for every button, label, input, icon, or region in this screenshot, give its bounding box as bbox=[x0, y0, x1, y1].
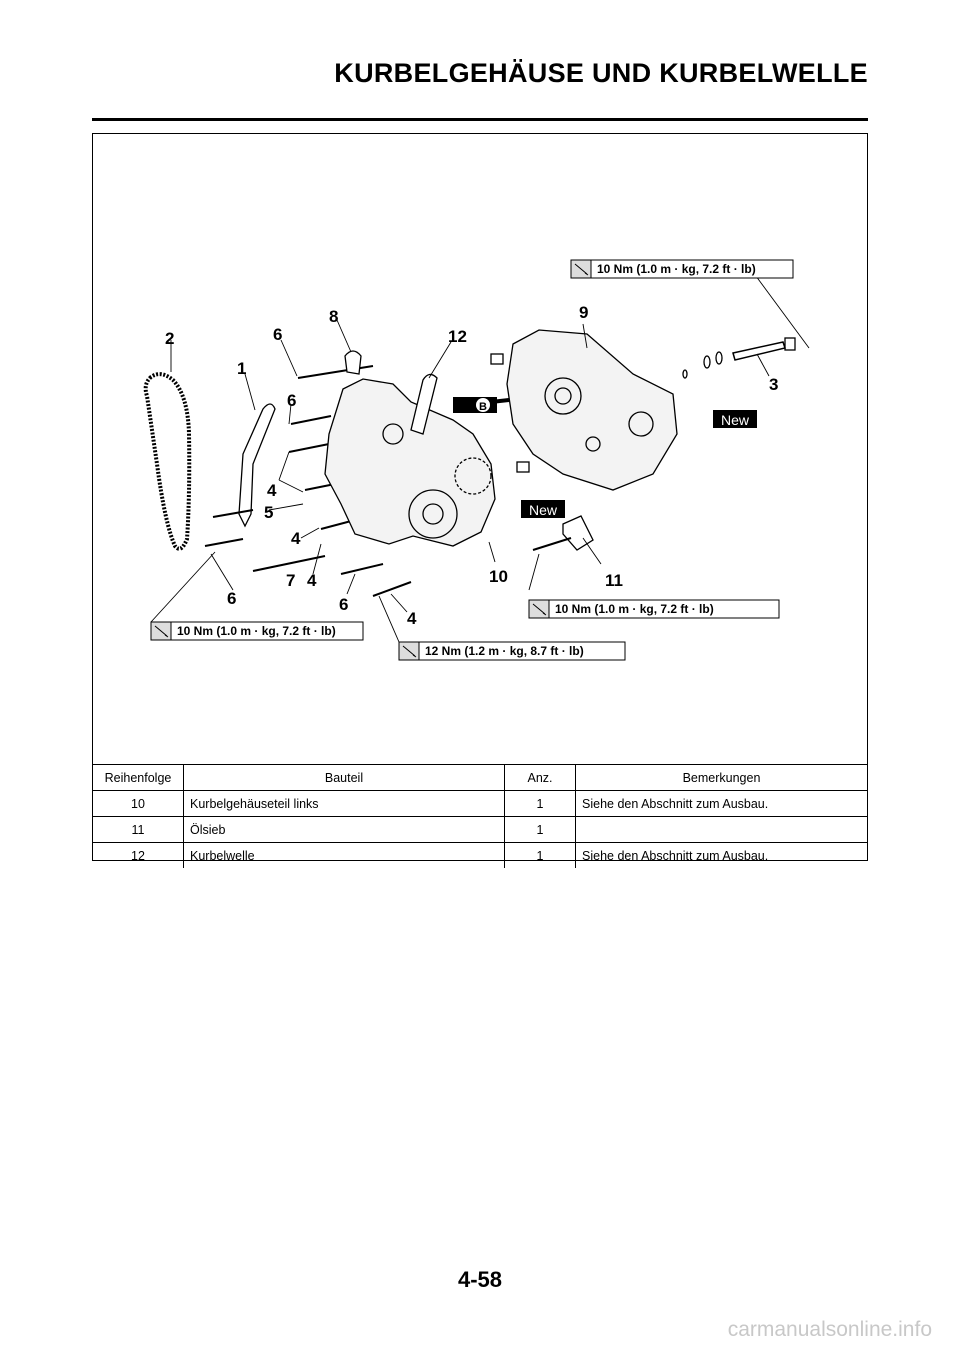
bracket-8 bbox=[344, 350, 362, 375]
svg-text:12 Nm (1.2 m · kg, 8.7 ft · lb: 12 Nm (1.2 m · kg, 8.7 ft · lb) bbox=[425, 644, 584, 658]
callout-6: 6 bbox=[339, 595, 348, 614]
svg-text:New: New bbox=[529, 502, 558, 518]
cell-part: Kurbelgehäuseteil links bbox=[183, 790, 505, 817]
svg-text:10 Nm (1.0 m · kg, 7.2 ft · lb: 10 Nm (1.0 m · kg, 7.2 ft · lb) bbox=[555, 602, 714, 616]
table-row: 11 Ölsieb 1 bbox=[93, 816, 867, 843]
dowel-pin bbox=[490, 353, 504, 365]
callout-5: 5 bbox=[264, 503, 273, 522]
cell-part: Ölsieb bbox=[183, 816, 505, 843]
cell-remarks bbox=[575, 816, 867, 843]
callout-4: 4 bbox=[291, 529, 301, 548]
parts-table: Reihenfolge Bauteil Anz. Bemerkungen 10 … bbox=[93, 764, 867, 868]
crankshaft bbox=[410, 373, 438, 435]
callout-10: 10 bbox=[489, 567, 508, 586]
new-badge-center: New bbox=[521, 500, 565, 518]
callout-4: 4 bbox=[407, 609, 417, 628]
table-row: 12 Kurbelwelle 1 Siehe den Abschnitt zum… bbox=[93, 842, 867, 868]
col-header-qty: Anz. bbox=[504, 764, 576, 791]
cell-qty: 1 bbox=[504, 790, 576, 817]
cell-remarks: Siehe den Abschnitt zum Ausbau. bbox=[575, 790, 867, 817]
title-rule bbox=[92, 118, 868, 121]
cell-sequence: 12 bbox=[93, 842, 184, 868]
callout-6: 6 bbox=[227, 589, 236, 608]
cell-part: Kurbelwelle bbox=[183, 842, 505, 868]
page-number: 4-58 bbox=[457, 1267, 503, 1292]
page-title: KURBELGEHÄUSE UND KURBELWELLE bbox=[334, 58, 868, 88]
torque-label-left: 10 Nm (1.0 m · kg, 7.2 ft · lb) bbox=[150, 621, 364, 641]
callout-2: 2 bbox=[165, 329, 174, 348]
cell-sequence: 10 bbox=[93, 790, 184, 817]
svg-text:10 Nm (1.0 m · kg, 7.2 ft · lb: 10 Nm (1.0 m · kg, 7.2 ft · lb) bbox=[177, 624, 336, 638]
callout-4: 4 bbox=[267, 481, 277, 500]
svg-text:New: New bbox=[721, 412, 750, 428]
col-header-part: Bauteil bbox=[183, 764, 505, 791]
torque-label-bottom: 12 Nm (1.2 m · kg, 8.7 ft · lb) bbox=[398, 641, 626, 661]
callout-1: 1 bbox=[237, 359, 246, 378]
crankcase-right bbox=[324, 378, 496, 547]
callout-8: 8 bbox=[329, 307, 338, 326]
timing-chain bbox=[143, 372, 192, 551]
callout-4: 4 bbox=[307, 571, 317, 590]
cell-qty: 1 bbox=[504, 816, 576, 843]
callout-7: 7 bbox=[286, 571, 295, 590]
callout-6: 6 bbox=[287, 391, 296, 410]
svg-text:10 Nm (1.0 m · kg, 7.2 ft · lb: 10 Nm (1.0 m · kg, 7.2 ft · lb) bbox=[597, 262, 756, 276]
exploded-view-diagram: 2 1 6 8 12 9 3 6 4 5 4 7 4 6 6 10 11 4 B bbox=[143, 259, 810, 661]
cell-qty: 1 bbox=[504, 842, 576, 868]
oil-strainer bbox=[562, 515, 594, 551]
watermark: carmanualsonline.info bbox=[727, 1318, 932, 1341]
cell-sequence: 11 bbox=[93, 816, 184, 843]
crankcase-left bbox=[506, 329, 678, 491]
col-header-sequence: Reihenfolge bbox=[93, 764, 184, 791]
diagram-frame: 2 1 6 8 12 9 3 6 4 5 4 7 4 6 6 10 11 4 B bbox=[92, 133, 868, 868]
dowel-pin bbox=[516, 461, 530, 473]
callout-9: 9 bbox=[579, 303, 588, 322]
chain-guide bbox=[238, 403, 276, 528]
torque-label-top-right: 10 Nm (1.0 m · kg, 7.2 ft · lb) bbox=[570, 259, 794, 279]
table-header-row: Reihenfolge Bauteil Anz. Bemerkungen bbox=[93, 764, 867, 791]
callout-3: 3 bbox=[769, 375, 778, 394]
svg-text:B: B bbox=[479, 401, 487, 413]
callout-12: 12 bbox=[448, 327, 467, 346]
col-header-remarks: Bemerkungen bbox=[575, 764, 867, 791]
callout-6: 6 bbox=[273, 325, 282, 344]
cell-remarks: Siehe den Abschnitt zum Ausbau. bbox=[575, 842, 867, 868]
table-row: 10 Kurbelgehäuseteil links 1 Siehe den A… bbox=[93, 790, 867, 817]
new-badge-right: New bbox=[713, 410, 757, 428]
lube-badge: B bbox=[453, 397, 497, 413]
torque-label-middle-right: 10 Nm (1.0 m · kg, 7.2 ft · lb) bbox=[528, 599, 780, 619]
leader-lines bbox=[150, 271, 810, 643]
callout-11: 11 bbox=[605, 571, 623, 590]
